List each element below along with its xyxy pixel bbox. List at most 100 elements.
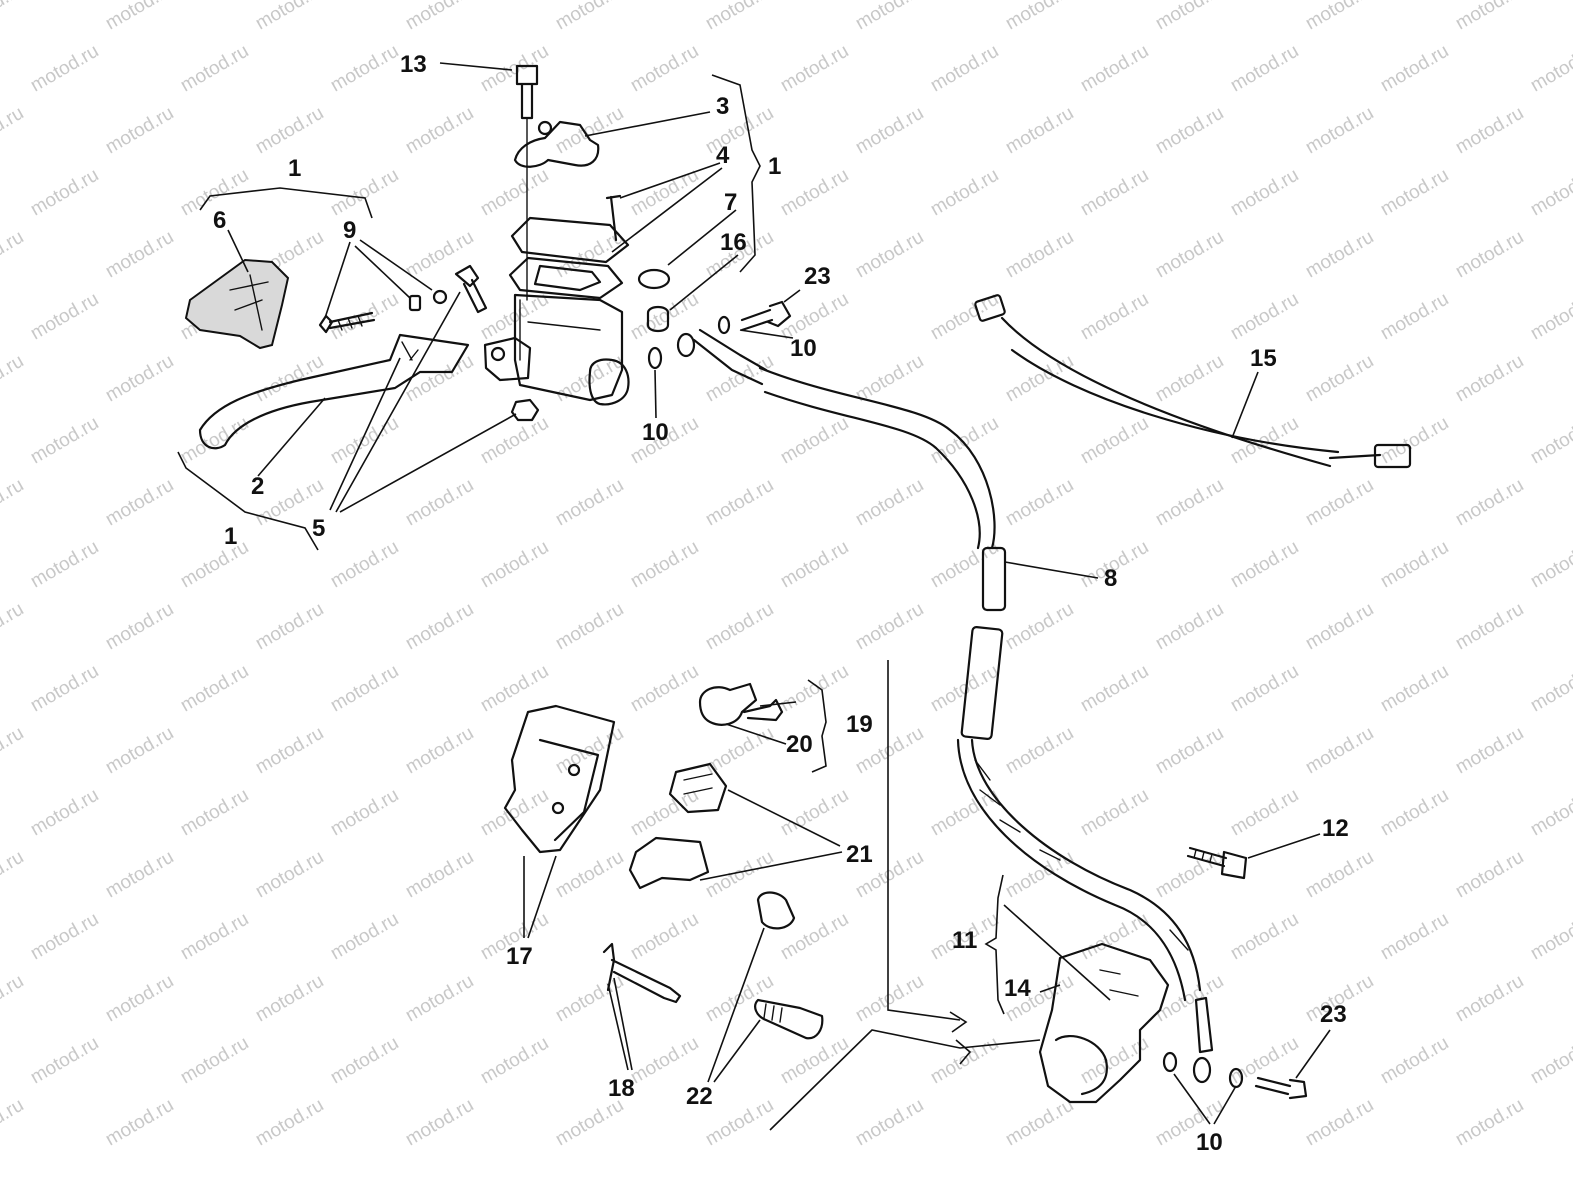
callout-21: 21 <box>846 841 873 868</box>
callout-11: 11 <box>952 927 977 954</box>
watermark-text: motod.ru <box>327 1033 402 1089</box>
watermark-text: motod.ru <box>252 103 327 159</box>
watermark-text: motod.ru <box>1527 785 1573 841</box>
callout-13: 13 <box>400 51 427 78</box>
sensor-cable-part <box>974 294 1412 469</box>
callout-6: 6 <box>213 207 226 234</box>
handlebar-clamp-part <box>513 120 600 168</box>
callout-9: 9 <box>343 217 356 244</box>
watermark-text: motod.ru <box>1302 1095 1377 1151</box>
watermark-text: motod.ru <box>177 41 252 97</box>
watermark-text: motod.ru <box>0 723 27 779</box>
watermark-text: motod.ru <box>1377 785 1452 841</box>
watermark-text: motod.ru <box>327 537 402 593</box>
watermark-text: motod.ru <box>1227 289 1302 345</box>
watermark-text: motod.ru <box>27 413 102 469</box>
assembly-brackets <box>177 74 1005 1015</box>
caliper-slide-pin-part <box>754 998 824 1040</box>
callout-1-bottom: 1 <box>224 523 237 550</box>
watermark-text: motod.ru <box>0 103 27 159</box>
watermark-text: motod.ru <box>1002 847 1077 903</box>
watermark-text: motod.ru <box>1527 909 1573 965</box>
watermark-text: motod.ru <box>1302 599 1377 655</box>
watermark-text: motod.ru <box>1002 723 1077 779</box>
watermark-text: motod.ru <box>777 165 852 221</box>
lever-pivot-bolt-part <box>454 264 488 314</box>
watermark-text: motod.ru <box>0 475 27 531</box>
watermark-text: motod.ru <box>1302 351 1377 407</box>
watermark-text: motod.ru <box>1227 909 1302 965</box>
callout-15: 15 <box>1250 345 1277 372</box>
watermark-text: motod.ru <box>927 165 1002 221</box>
watermark-text: motod.ru <box>627 537 702 593</box>
callout-20: 20 <box>786 731 813 758</box>
watermark-text: motod.ru <box>852 475 927 531</box>
watermark-text: motod.ru <box>702 1095 777 1151</box>
watermark-text: motod.ru <box>1527 1033 1573 1089</box>
watermark-text: motod.ru <box>177 661 252 717</box>
callout-3: 3 <box>716 93 729 120</box>
watermark-text: motod.ru <box>1152 103 1227 159</box>
watermark-text: motod.ru <box>852 227 927 283</box>
callout-labels: 1 1 1 2 3 4 5 6 7 8 9 10 10 10 11 12 13 … <box>213 51 1349 1156</box>
watermark-text: motod.ru <box>27 41 102 97</box>
watermark-text: motod.ru <box>1527 537 1573 593</box>
watermark-text: motod.ru <box>1302 227 1377 283</box>
watermark-text: motod.ru <box>1377 661 1452 717</box>
callout-2: 2 <box>251 473 264 500</box>
watermark-text: motod.ru <box>0 847 27 903</box>
callout-7: 7 <box>724 189 737 216</box>
watermark-text: motod.ru <box>252 599 327 655</box>
watermark-text: motod.ru <box>702 475 777 531</box>
watermark-text: motod.ru <box>627 1033 702 1089</box>
watermark-text: motod.ru <box>1527 661 1573 717</box>
watermark-text: motod.ru <box>402 723 477 779</box>
watermark-text: motod.ru <box>177 413 252 469</box>
watermark-text: motod.ru <box>777 537 852 593</box>
watermark-text: motod.ru <box>177 1033 252 1089</box>
watermark-text: motod.ru <box>627 41 702 97</box>
watermark-text: motod.ru <box>0 227 27 283</box>
watermark-text: motod.ru <box>0 0 27 34</box>
watermark-text: motod.ru <box>552 723 627 779</box>
diaphragm-part <box>508 256 624 300</box>
watermark-text: motod.ru <box>102 971 177 1027</box>
reservoir-cover-part <box>510 216 630 264</box>
watermark-text: motod.ru <box>1077 41 1152 97</box>
watermark-text: motod.ru <box>27 785 102 841</box>
watermark-text: motod.ru <box>1452 103 1527 159</box>
callout-23-upper: 23 <box>804 263 831 290</box>
watermark-text: motod.ru <box>1002 475 1077 531</box>
watermark-text: motod.ru <box>927 1033 1002 1089</box>
watermark-text: motod.ru <box>927 41 1002 97</box>
callout-1-right: 1 <box>768 153 781 180</box>
watermark-text: motod.ru <box>402 0 477 34</box>
watermark-text: motod.ru <box>327 165 402 221</box>
watermark-text: motod.ru <box>702 103 777 159</box>
watermark-text: motod.ru <box>1002 0 1077 34</box>
watermark-text: motod.ru <box>777 909 852 965</box>
watermark-text: motod.ru <box>27 661 102 717</box>
callout-1-top: 1 <box>288 155 301 182</box>
watermark-text: motod.ru <box>0 351 27 407</box>
pad-pin-part <box>602 942 682 1004</box>
watermark-text: motod.ru <box>852 971 927 1027</box>
watermark-text: motod.ru <box>177 909 252 965</box>
watermark-text: motod.ru <box>1377 165 1452 221</box>
caliper-components <box>503 660 1308 1131</box>
brake-lever-part <box>198 333 470 450</box>
watermark-text: motod.ru <box>177 537 252 593</box>
watermark-text: motod.ru <box>252 847 327 903</box>
watermark-text: motod.ru <box>552 0 627 34</box>
callout-4: 4 <box>716 142 730 169</box>
watermark-text: motod.ru <box>552 847 627 903</box>
watermark-text: motod.ru <box>777 785 852 841</box>
watermark-text: motod.ru <box>777 661 852 717</box>
watermark-text: motod.ru <box>102 0 177 34</box>
callout-19: 19 <box>846 711 873 738</box>
watermark-text: motod.ru <box>627 909 702 965</box>
watermark-text: motod.ru <box>1152 475 1227 531</box>
watermark-text: motod.ru <box>402 475 477 531</box>
watermark-text: motod.ru <box>552 599 627 655</box>
